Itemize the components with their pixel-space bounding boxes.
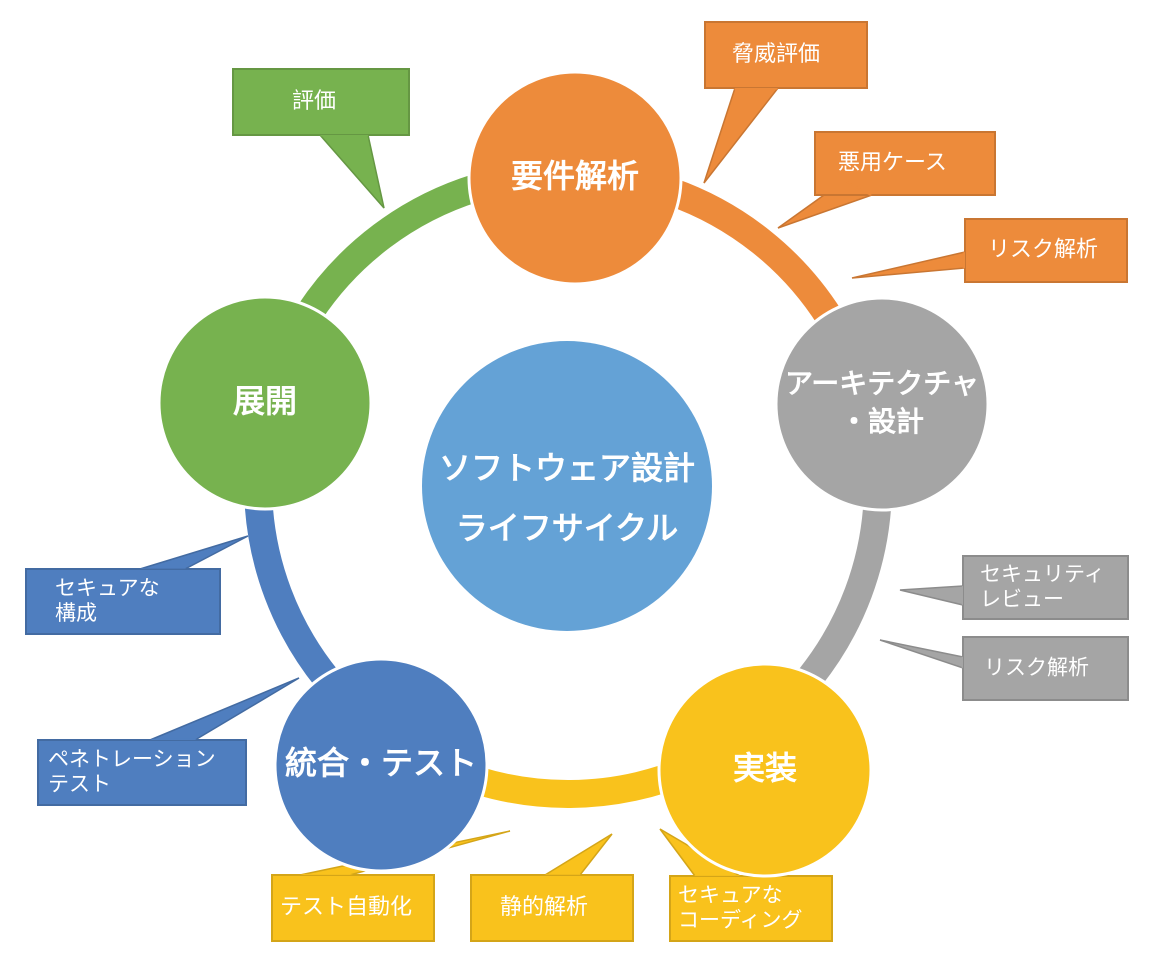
callout-seam (140, 568, 187, 569)
callout-label: ペネトレーション (48, 747, 216, 771)
center-title-line-2: ライフサイクル (456, 509, 678, 547)
callout-pointer (899, 585, 964, 606)
callout-label: コーディング (678, 908, 803, 932)
phase-label-requirements: 要件解析 (511, 157, 639, 195)
phase-circle-requirements (467, 70, 683, 286)
callout-box (814, 131, 996, 196)
callout-seam (150, 738, 198, 740)
callout-box (232, 68, 410, 136)
callout-label: 評価 (292, 89, 336, 114)
callout-box (271, 874, 435, 942)
callout-label: 脅威評価 (732, 42, 820, 67)
center-title-line-1: ソフトウェア設計 (439, 449, 695, 487)
callout-box (25, 568, 221, 635)
callout-label: セキュアな (678, 883, 783, 907)
callout-seam (961, 656, 963, 668)
callout-box (962, 636, 1129, 701)
callout-box (37, 739, 247, 806)
callout-pointer (879, 639, 964, 670)
callout-seam (962, 252, 965, 269)
phase-node-architecture: アーキテクチャ・設計 (774, 296, 990, 512)
callout-pointer (542, 833, 613, 876)
callout-label: セキュリティ (980, 562, 1105, 586)
callout-implementation: 静的解析 (470, 833, 634, 942)
callout-deployment: 評価 (232, 68, 410, 209)
callout-pointer (851, 251, 966, 279)
phase-circle-integration (273, 657, 489, 873)
phase-circle-deployment (157, 295, 373, 511)
callout-box (704, 21, 868, 89)
phase-node-integration: 統合・テスト (273, 657, 489, 873)
phase-label-implementation: 実装 (733, 749, 797, 787)
callout-label: レビュー (980, 587, 1064, 611)
callout-label: テスト自動化 (280, 895, 412, 920)
callout-label: リスク解析 (988, 238, 1098, 263)
phase-label-architecture: アーキテクチャ (785, 367, 979, 400)
callout-pointer (703, 87, 780, 184)
callout-architecture: リスク解析 (879, 636, 1129, 701)
phase-node-requirements: 要件解析 (467, 70, 683, 286)
center-node: ソフトウェア設計 ライフサイクル (422, 341, 712, 631)
callout-label: 静的解析 (500, 895, 588, 920)
callout-requirements: リスク解析 (851, 218, 1128, 283)
callouts: 評価脅威評価悪用ケースリスク解析セキュリティレビューリスク解析セキュアな構成ペネ… (25, 21, 1129, 942)
callout-label: 構成 (55, 601, 97, 625)
phase-circle-architecture (774, 296, 990, 512)
callout-label: リスク解析 (984, 656, 1089, 680)
callout-box (964, 218, 1128, 283)
callout-seam (843, 180, 872, 196)
phase-circle-implementation (657, 662, 873, 878)
callout-label: セキュアな (55, 576, 160, 600)
phase-label-deployment: 展開 (233, 382, 297, 420)
phase-label-architecture: ・設計 (840, 405, 924, 438)
callout-pointer (149, 677, 300, 741)
callout-label: 悪用ケース (838, 151, 947, 176)
callout-box (470, 874, 634, 942)
callout-requirements: 悪用ケース (777, 131, 996, 229)
callout-box (669, 875, 833, 942)
callout-seam (694, 875, 740, 876)
callout-seam (320, 135, 369, 137)
callout-seam (961, 586, 963, 605)
center-circle (422, 341, 712, 631)
phase-node-implementation: 実装 (657, 662, 873, 878)
callout-seam (300, 874, 354, 875)
callout-pointer (318, 134, 385, 209)
callout-seam (734, 88, 778, 90)
callout-box (962, 555, 1129, 620)
callout-label: テスト (48, 772, 111, 796)
callout-pointer (139, 535, 249, 570)
callout-seam (545, 874, 581, 875)
phase-node-deployment: 展開 (157, 295, 373, 511)
phase-label-integration: 統合・テスト (285, 744, 477, 782)
callout-requirements: 脅威評価 (703, 21, 868, 184)
